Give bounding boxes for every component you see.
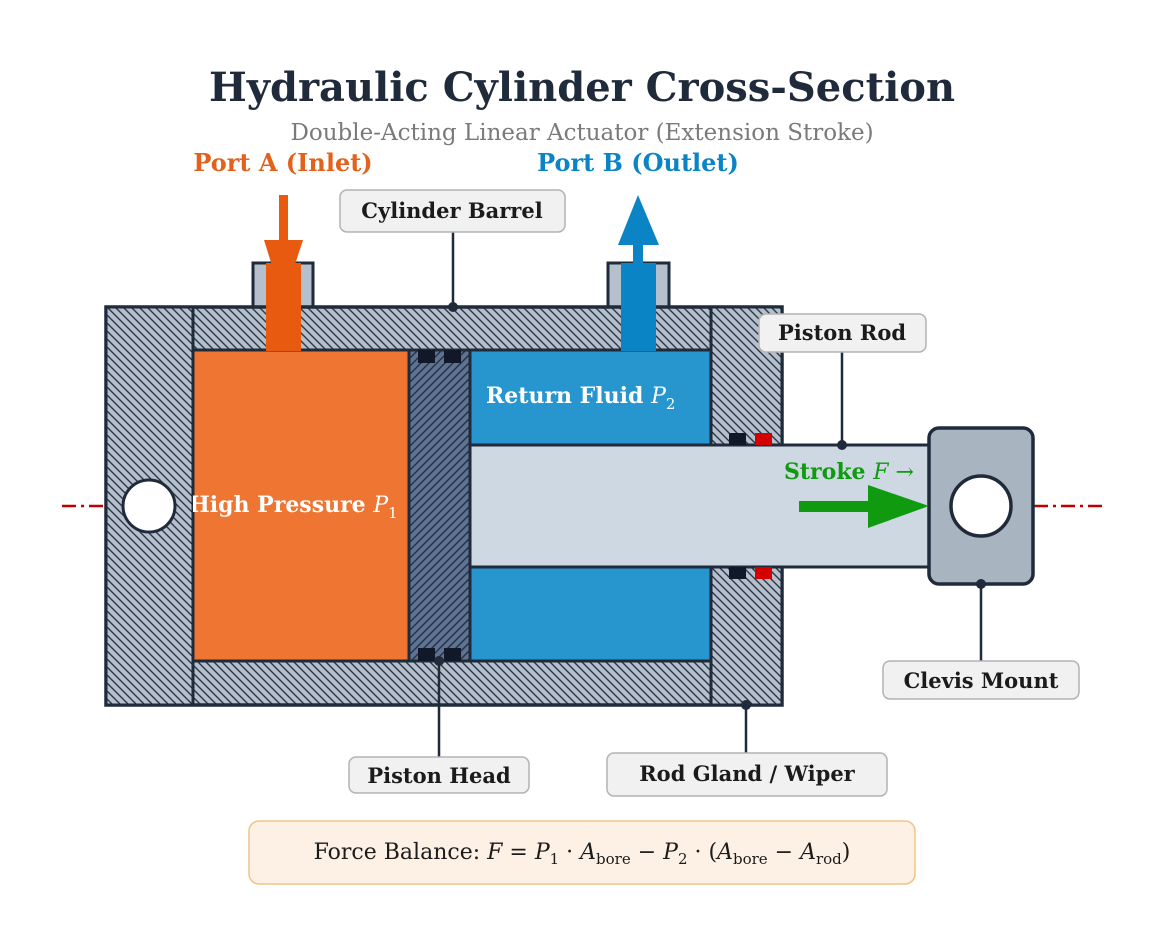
piston-seal-bottom-2	[444, 648, 461, 661]
gland-seal-bottom-black	[729, 567, 746, 579]
port-a-label: Port A (Inlet)	[193, 148, 372, 177]
outlet-flow-column	[621, 263, 656, 351]
gland-label-box	[606, 752, 888, 797]
piston-seal-top-2	[444, 350, 461, 363]
piston-head	[407, 348, 472, 663]
barrel-leader-dot	[448, 302, 458, 312]
rod-label-box	[758, 313, 927, 353]
stroke-arrow-shaft	[799, 501, 875, 512]
piston-seal-top-1	[418, 350, 435, 363]
piston-seal-bottom-1	[418, 648, 435, 661]
return-fluid-label: Return Fluid P2	[486, 383, 675, 413]
barrel-label: Cylinder Barrel	[361, 198, 542, 223]
inlet-arrow-head	[264, 240, 303, 301]
clevis-label: Clevis Mount	[904, 668, 1059, 693]
inlet-arrow-shaft	[279, 195, 288, 245]
clevis-pin-hole	[949, 474, 1013, 538]
port-b-label: Port B (Outlet)	[537, 148, 739, 177]
stroke-label: Stroke F →	[784, 459, 914, 485]
gland-seal-top-black	[729, 433, 746, 445]
rod-label: Piston Rod	[778, 320, 906, 345]
rear-pin-hole	[121, 478, 177, 534]
outlet-arrow-shaft	[633, 243, 643, 265]
page-title: Hydraulic Cylinder Cross-Section	[209, 64, 955, 111]
gland-leader-dot	[741, 700, 751, 710]
clevis-label-box	[882, 660, 1080, 700]
high-pressure-chamber	[191, 348, 411, 663]
piston-head-label-box	[348, 756, 530, 794]
clevis-leader-dot	[976, 579, 986, 589]
high-pressure-label: High Pressure P1	[189, 492, 398, 522]
piston-head-leader-dot	[434, 656, 444, 666]
piston-head-label: Piston Head	[367, 763, 511, 788]
page-subtitle: Double-Acting Linear Actuator (Extension…	[290, 120, 873, 146]
formula-box	[248, 820, 916, 885]
force-balance-formula: Force Balance: F = P1 · Abore − P2 · (Ab…	[314, 840, 851, 868]
gland-seal-top-red	[755, 433, 772, 445]
gland-label: Rod Gland / Wiper	[639, 761, 855, 786]
outlet-arrow-head	[618, 195, 659, 245]
barrel-label-box	[339, 189, 566, 233]
high-pressure-label-clip: High Pressure P1	[189, 492, 398, 522]
gland-seal-bottom-red	[755, 567, 772, 579]
rod-leader-dot	[837, 440, 847, 450]
stroke-arrow-head	[868, 485, 929, 528]
